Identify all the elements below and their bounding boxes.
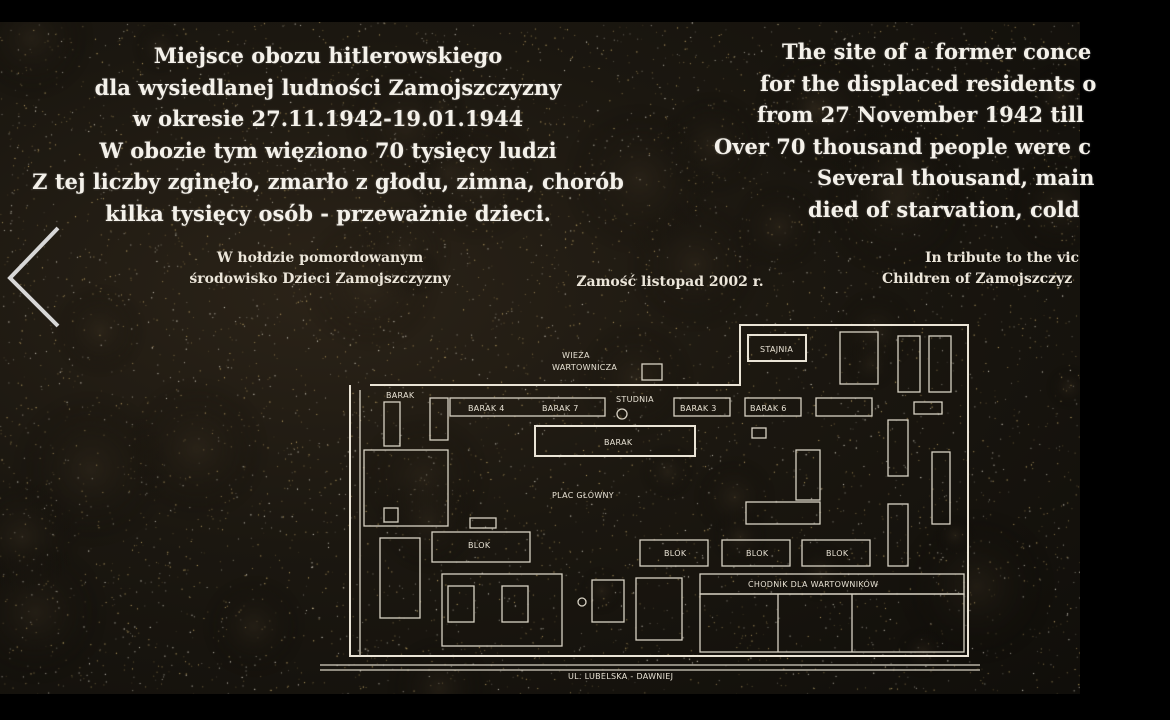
barak-right-col-3	[887, 503, 909, 567]
barak-center	[534, 425, 696, 457]
english-line-1: The site of a former conce	[782, 39, 1092, 64]
polish-line-3: w okresie 27.11.1942-19.01.1944	[132, 106, 524, 131]
tribute-polish: W hołdzie pomordowanym środowisko Dzieci…	[160, 248, 480, 290]
previous-image-button[interactable]	[2, 222, 66, 332]
blok-1	[639, 539, 709, 567]
small-shed	[469, 517, 497, 529]
left-block	[363, 449, 449, 527]
blok-3-label: BLOK	[826, 549, 849, 558]
chodnik-label: CHODNIK DLA WARTOWNIKÓW	[748, 578, 878, 589]
barak-right-col-2	[931, 451, 951, 525]
barak-right-col-1	[887, 419, 909, 477]
place-date: Zamość listopad 2002 r.	[576, 274, 764, 290]
camp-outline	[349, 324, 969, 657]
tribute-english: In tribute to the vic Children of Zamojs…	[870, 248, 1170, 290]
bottom-room-1	[447, 585, 475, 623]
barak-left-1	[383, 401, 401, 447]
building-top-2	[897, 335, 921, 393]
barak-4-label: BARAK 4	[468, 404, 505, 413]
english-line-4: Over 70 thousand people were c	[714, 133, 1092, 159]
bottom-block	[441, 573, 563, 647]
blok-2-label: BLOK	[746, 549, 769, 558]
blok-left	[431, 531, 531, 563]
barak-4-7	[449, 397, 606, 417]
barak-right-1	[815, 397, 873, 417]
stajnia-label: STAJNIA	[760, 345, 793, 354]
wieza-label: WIEŻA	[562, 350, 590, 360]
bottom-small-block	[635, 577, 683, 641]
building-top-3	[928, 335, 952, 393]
barak-bottom-left	[379, 537, 421, 619]
bottom-room-2	[501, 585, 529, 623]
barak-3-label: BARAK 3	[680, 404, 717, 413]
barak-6-building	[744, 397, 802, 417]
camp-map: STAJNIA WIEŻA WARTOWNICZA BARAK BARAK 4 …	[320, 324, 980, 681]
tribute-english-line-2: Children of Zamojszczyz	[882, 271, 1073, 287]
polish-line-2: dla wysiedlanej ludności Zamojszczyzny	[94, 74, 562, 100]
chevron-left-icon	[7, 226, 60, 328]
top-black-bar	[0, 0, 1080, 22]
building-l-horz	[745, 501, 821, 525]
watchtower	[641, 363, 663, 381]
blok-2	[721, 539, 791, 567]
building-l-vert	[795, 449, 821, 501]
barak-right-small	[913, 401, 943, 415]
english-line-5: Several thousand, main	[817, 165, 1095, 190]
stone-texture	[0, 22, 1080, 694]
road-label: UL. LUBELSKA - DAWNIEJ	[568, 672, 673, 681]
bottom-right-yard	[699, 593, 965, 653]
small-building	[751, 427, 767, 439]
blok-1-label: BLOK	[664, 549, 687, 558]
tribute-polish-line-1: W hołdzie pomordowanym	[216, 250, 424, 266]
barak-6-label: BARAK 6	[750, 404, 787, 413]
blok-left-label: BLOK	[468, 541, 491, 550]
studnia-label: STUDNIA	[616, 395, 654, 404]
small-square	[383, 507, 399, 523]
barak-center-label: BARAK	[604, 438, 633, 447]
bottom-room-3	[591, 579, 625, 623]
bottom-well	[577, 597, 587, 607]
polish-line-4: W obozie tym więziono 70 tysięcy ludzi	[99, 137, 557, 163]
polish-line-5: Z tej liczby zginęło, zmarło z głodu, zi…	[32, 169, 624, 194]
polish-inscription: Miejsce obozu hitlerowskiego dla wysiedl…	[18, 40, 638, 229]
stajnia-building	[747, 334, 807, 362]
english-line-2: for the displaced residents o	[760, 70, 1097, 96]
english-inscription: The site of a former conce for the displ…	[700, 36, 1160, 225]
english-line-3: from 27 November 1942 till	[757, 102, 1084, 127]
tribute-english-line-1: In tribute to the vic	[925, 250, 1080, 266]
building-top-1	[839, 331, 879, 385]
barak-7-label: BARAK 7	[542, 404, 579, 413]
image-viewer	[0, 22, 1080, 694]
yard-dividers	[777, 594, 853, 652]
barak-3-building	[673, 397, 731, 417]
polish-line-1: Miejsce obozu hitlerowskiego	[153, 43, 503, 68]
well	[616, 408, 628, 420]
barak-label-1: BARAK	[386, 391, 415, 400]
tribute-polish-line-2: środowisko Dzieci Zamojszczyzny	[189, 271, 451, 287]
blok-3	[801, 539, 871, 567]
wartownicza-label: WARTOWNICZA	[552, 363, 617, 372]
bottom-black-bar	[0, 694, 1080, 720]
polish-line-6: kilka tysięcy osób - przeważnie dzieci.	[105, 200, 551, 226]
plac-glowny-label: PLAC GŁÓWNY	[552, 489, 614, 500]
english-line-6: died of starvation, cold	[808, 196, 1080, 222]
barak-left-2	[429, 397, 449, 441]
